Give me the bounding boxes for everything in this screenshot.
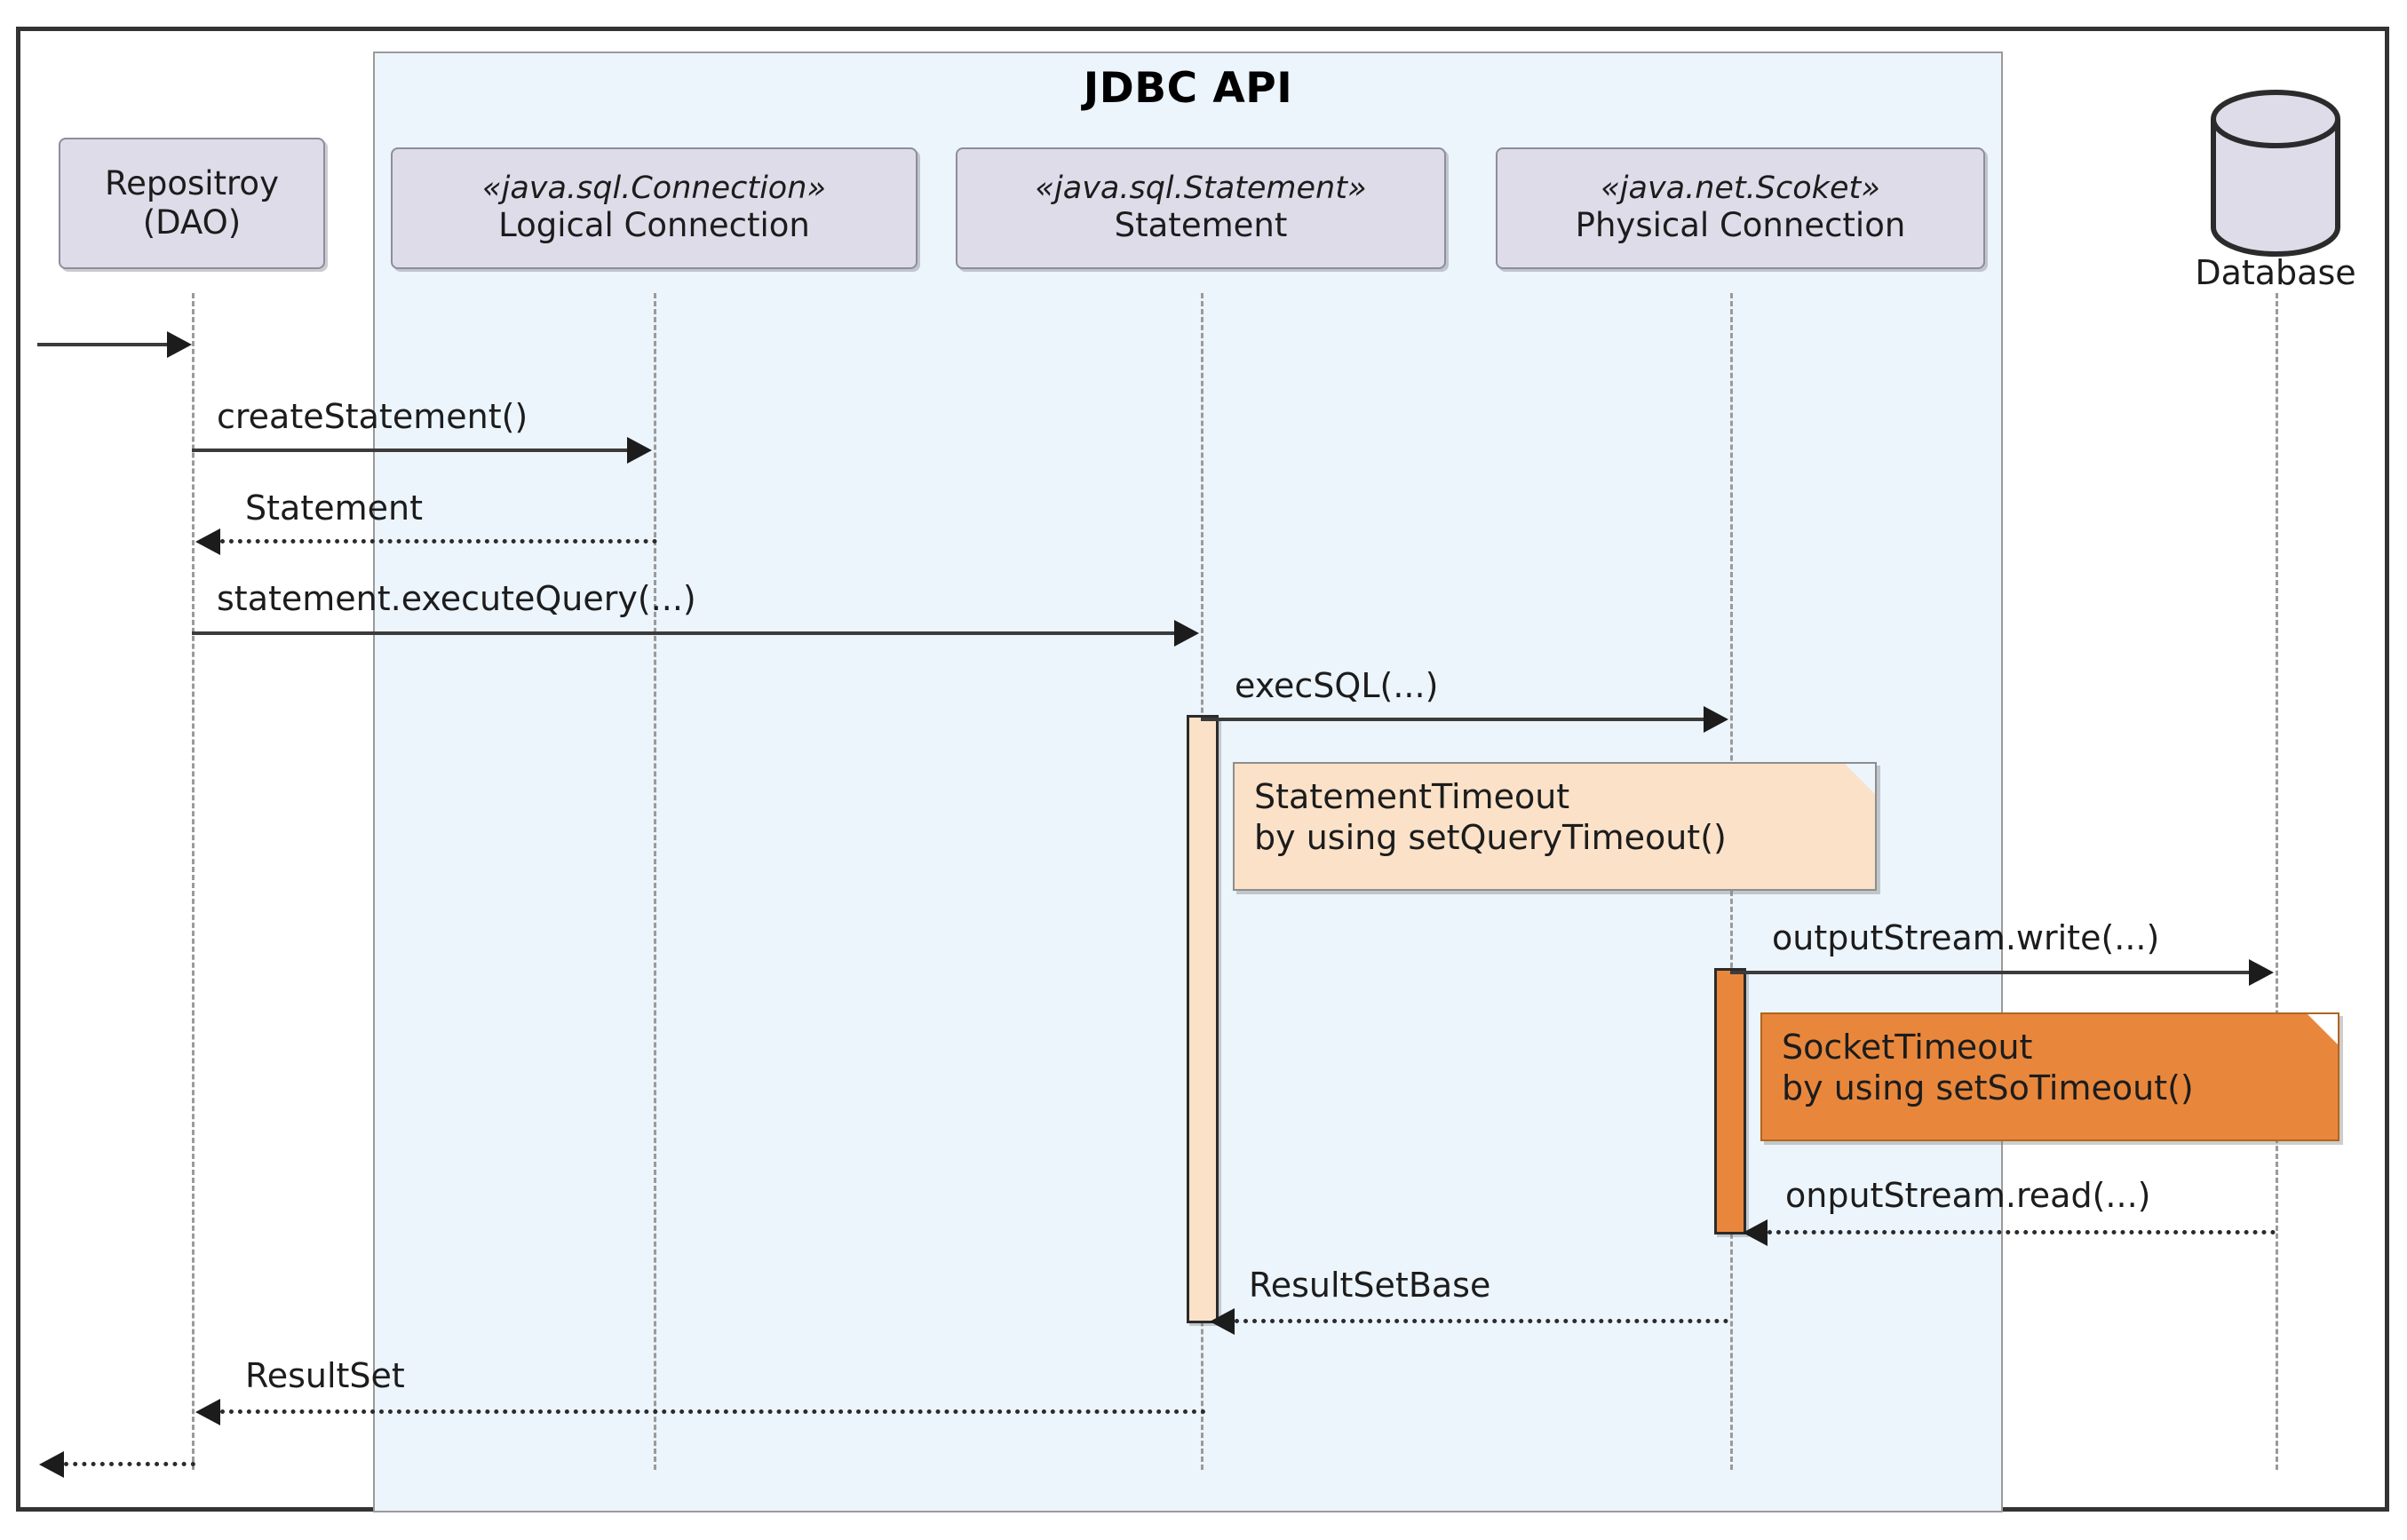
message-create-statement-arrowhead [627,437,652,464]
message-entry-arrowhead [167,331,192,358]
message-execute-query-line [192,631,1174,635]
message-entry-line [37,343,175,346]
note-statement-timeout-line1: StatementTimeout [1254,777,1570,816]
participant-physical-connection[interactable]: «java.net.Scoket» Physical Connection [1496,147,1985,269]
lifeline-repository [192,293,195,1470]
message-result-set-base-arrowhead [1210,1308,1235,1335]
message-input-stream-read-arrowhead [1743,1219,1768,1246]
activation-statement [1187,715,1219,1323]
participant-logical-connection-stereotype: «java.sql.Connection» [482,171,826,207]
participant-logical-connection-name: Logical Connection [498,206,810,245]
message-output-stream-write-line [1730,971,2249,974]
participant-statement-name: Statement [1114,206,1288,245]
message-statement-return-arrowhead [195,528,220,555]
participant-repository[interactable]: Repositroy (DAO) [59,138,325,269]
note-statement-timeout: StatementTimeout by using setQueryTimeou… [1233,762,1877,891]
note-statement-timeout-fold-icon [1845,764,1875,794]
participant-physical-connection-name: Physical Connection [1575,206,1906,245]
note-socket-timeout-line2: by using setSoTimeout() [1782,1068,2194,1108]
jdbc-api-group-title: JDBC API [1083,64,1293,113]
database-label: Database [2195,253,2356,292]
participant-physical-connection-stereotype: «java.net.Scoket» [1601,171,1880,207]
activation-physical-connection [1714,968,1746,1234]
message-execute-query-label: statement.executeQuery(...) [217,579,696,618]
message-exec-sql-label: execSQL(...) [1235,666,1439,705]
message-create-statement-line [192,449,627,452]
message-result-set-label: ResultSet [245,1356,405,1395]
message-result-set-line [220,1409,1206,1414]
message-input-stream-read-line [1768,1230,2276,1234]
note-socket-timeout-line1: SocketTimeout [1782,1028,2033,1067]
message-result-set-arrowhead [195,1399,220,1425]
message-exec-sql-line [1201,718,1704,721]
note-socket-timeout-fold-icon [2308,1014,2338,1044]
message-output-stream-write-label: outputStream.write(...) [1772,918,2160,957]
message-statement-return-line [220,539,657,544]
lifeline-database [2276,293,2278,1470]
message-result-set-base-label: ResultSetBase [1249,1266,1491,1305]
note-statement-timeout-line2: by using setQueryTimeout() [1254,818,1727,858]
message-create-statement-label: createStatement() [217,397,528,436]
database-cylinder-icon [2208,89,2343,258]
participant-statement-stereotype: «java.sql.Statement» [1035,171,1367,207]
lifeline-logical-connection [654,293,656,1470]
message-exec-sql-arrowhead [1704,706,1728,733]
message-exit-line [64,1462,195,1466]
message-execute-query-arrowhead [1174,620,1199,647]
message-input-stream-read-label: onputStream.read(...) [1785,1176,2151,1215]
message-output-stream-write-arrowhead [2249,959,2274,986]
participant-statement[interactable]: «java.sql.Statement» Statement [956,147,1446,269]
note-socket-timeout: SocketTimeout by using setSoTimeout() [1760,1012,2339,1141]
message-exit-arrowhead [39,1451,64,1478]
participant-logical-connection[interactable]: «java.sql.Connection» Logical Connection [391,147,918,269]
participant-repository-name-line2: (DAO) [142,203,242,242]
participant-repository-name-line1: Repositroy [105,163,279,202]
message-result-set-base-line [1235,1319,1728,1323]
message-statement-return-label: Statement [245,488,423,528]
